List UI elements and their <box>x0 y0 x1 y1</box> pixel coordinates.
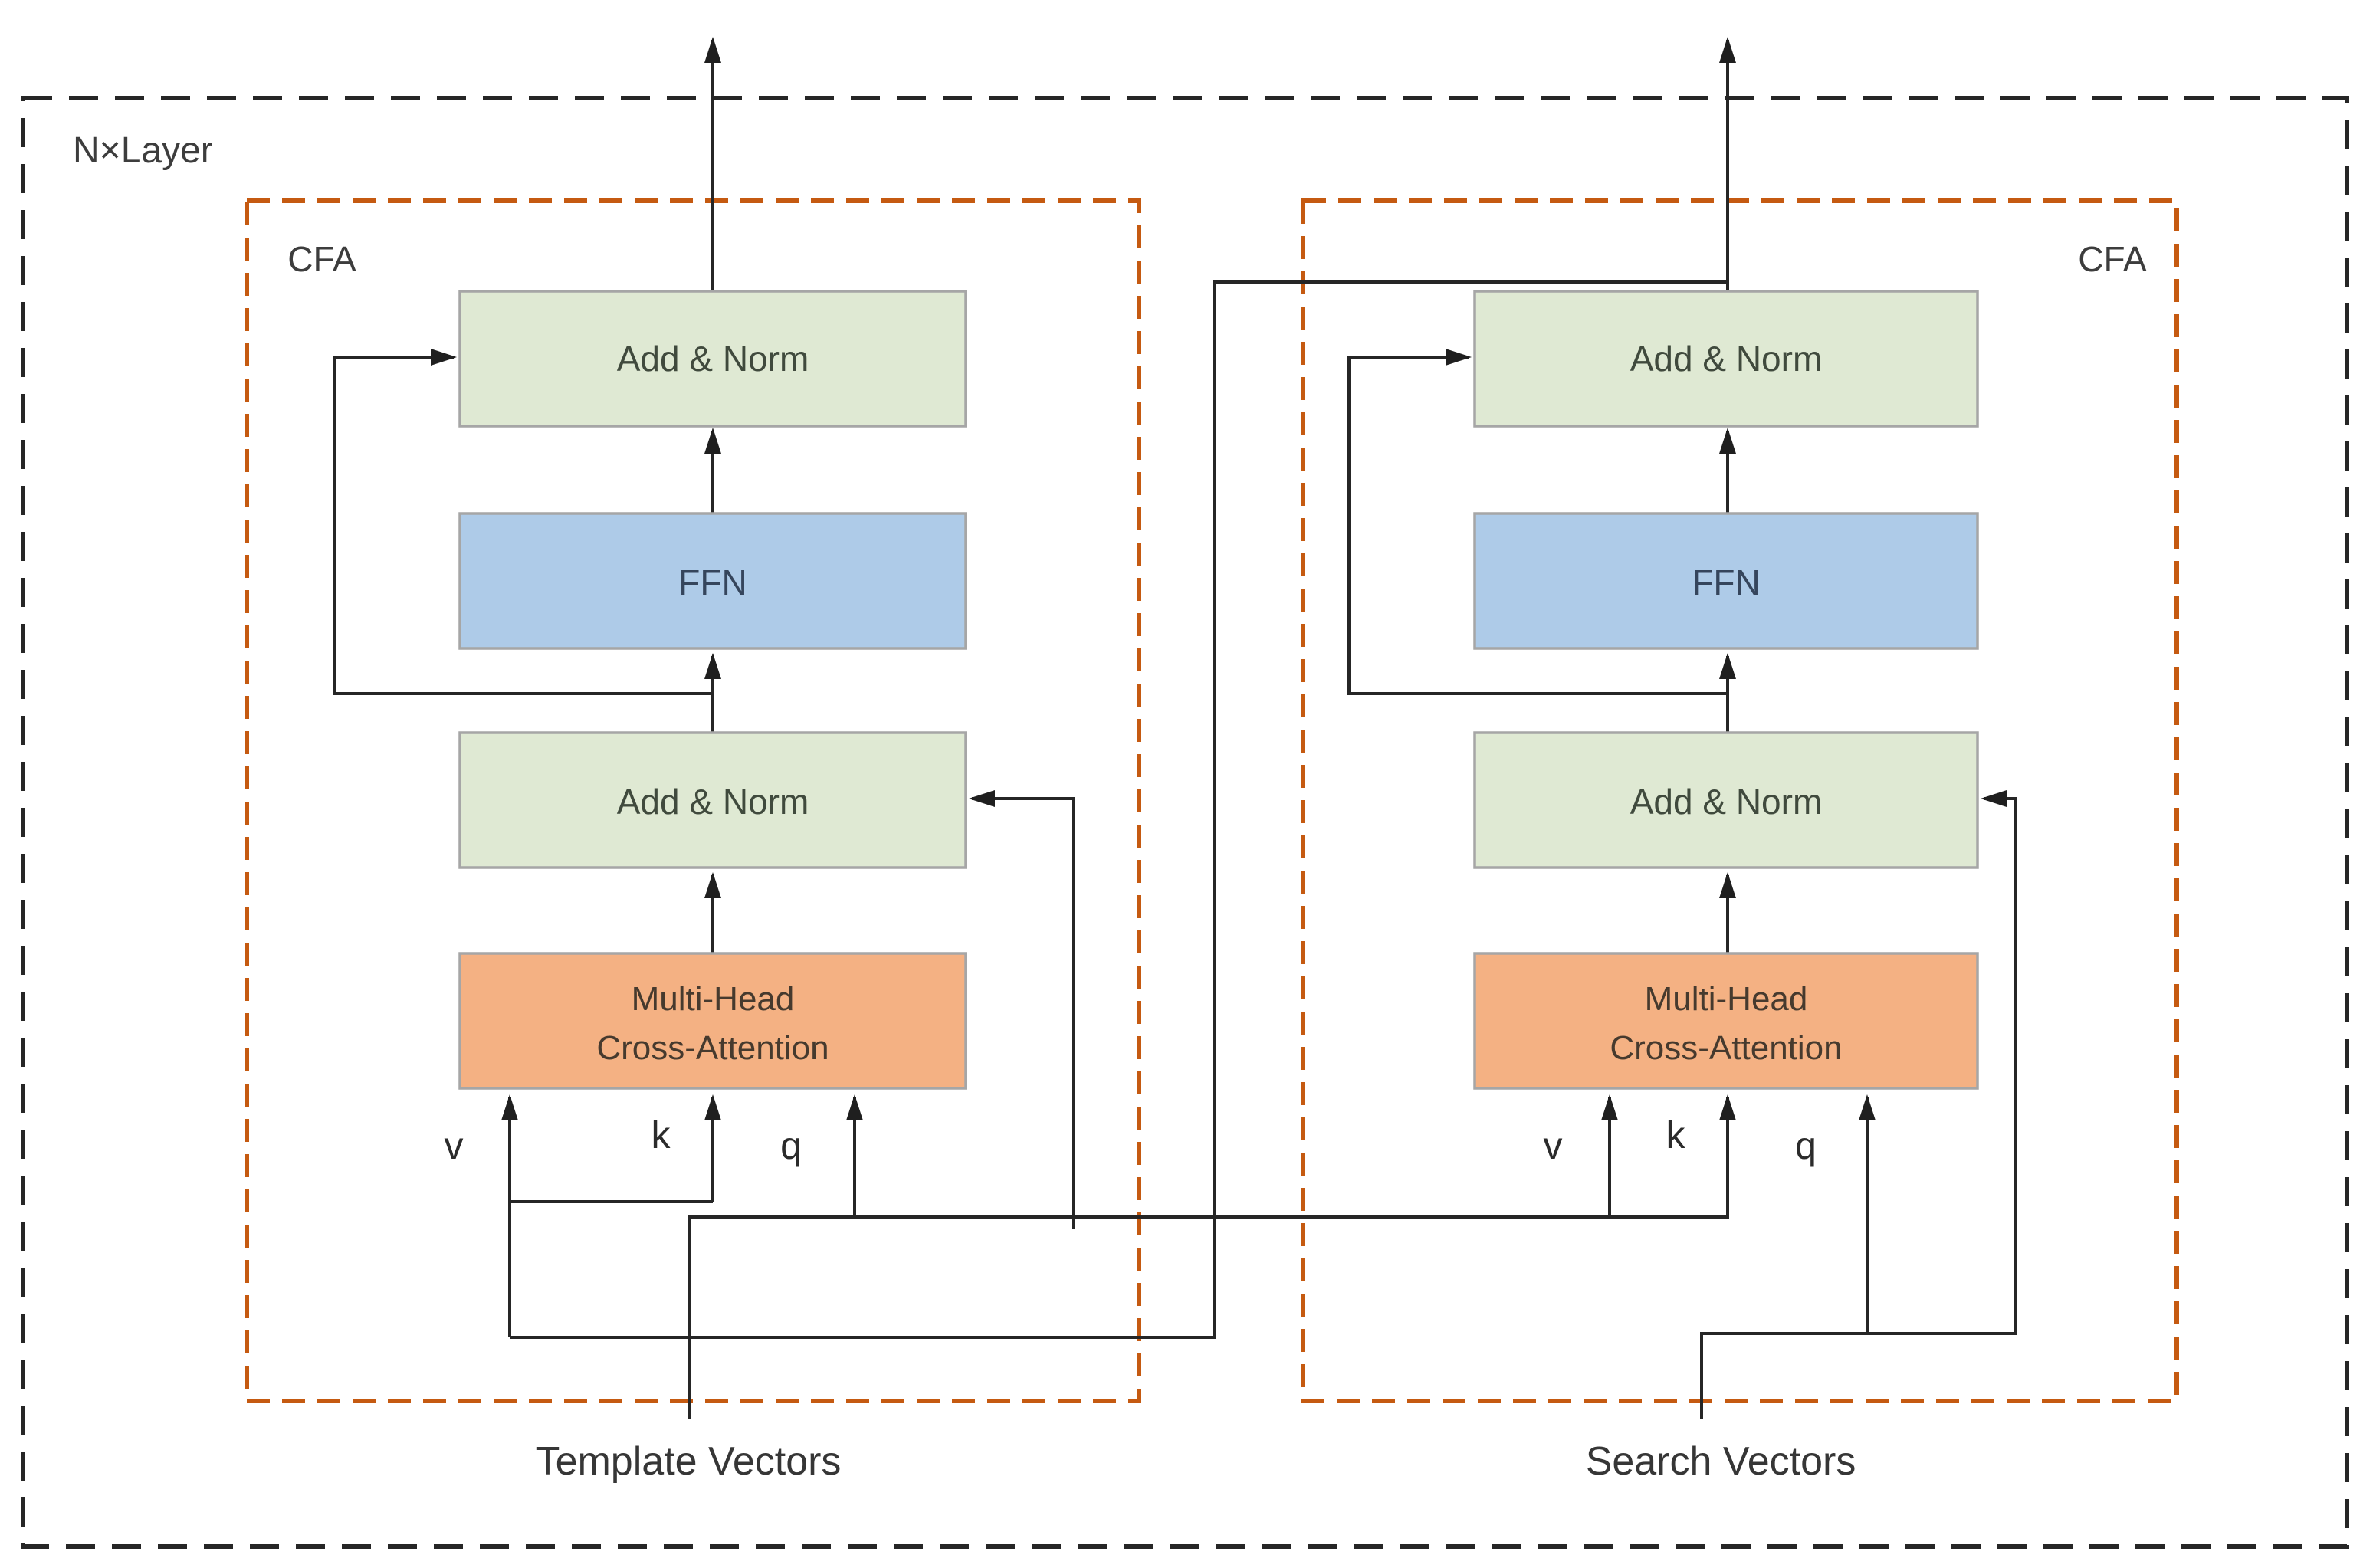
left-port-k-label: k <box>652 1114 671 1156</box>
left-branch-blocks: Add & Norm FFN Add & Norm Multi-Head Cro… <box>445 290 967 1484</box>
left-add-norm-top-label: Add & Norm <box>617 339 809 379</box>
right-branch-blocks: Add & Norm FFN Add & Norm Multi-Head Cro… <box>1473 290 1979 1484</box>
left-ffn-box <box>458 512 967 650</box>
right-port-q-label: q <box>1795 1124 1817 1167</box>
left-add-norm-top-box <box>458 290 967 428</box>
right-ffn-label: FFN <box>1692 563 1760 602</box>
search-feed-wire <box>1700 790 2017 1419</box>
n-layer-frame <box>21 96 2349 1549</box>
right-add-norm-top-label: Add & Norm <box>1630 339 1823 379</box>
left-mhca-label-line1: Multi-Head <box>632 980 795 1018</box>
n-layer-label: N×Layer <box>73 130 213 171</box>
right-mhca-label-line2: Cross-Attention <box>1610 1029 1842 1067</box>
cfa-group-left <box>245 198 1141 1403</box>
right-multi-head-cross-attention-box <box>1473 952 1979 1090</box>
left-multi-head-cross-attention-box <box>458 952 967 1090</box>
right-mhca-label-line1: Multi-Head <box>1645 980 1808 1018</box>
right-port-k-label: k <box>1666 1114 1686 1156</box>
search-vectors-label: Search Vectors <box>1586 1439 1856 1484</box>
cfa-group-right <box>1301 198 2179 1403</box>
right-add-norm-bottom-box <box>1473 731 1979 869</box>
left-mhca-label-line2: Cross-Attention <box>596 1029 829 1067</box>
left-attention-residual-wire <box>969 790 1075 1229</box>
left-add-norm-bottom-label: Add & Norm <box>617 782 809 822</box>
right-ffn-residual-wire <box>1347 349 1728 695</box>
left-port-q-label: q <box>780 1124 802 1167</box>
right-add-norm-bottom-label: Add & Norm <box>1630 782 1823 822</box>
right-port-v-label: v <box>1544 1124 1563 1167</box>
left-ffn-residual-wire <box>333 349 713 695</box>
left-port-v-label: v <box>445 1124 464 1167</box>
cfa-label-right: CFA <box>2078 239 2147 279</box>
left-ffn-label: FFN <box>678 563 747 602</box>
left-add-norm-bottom-box <box>458 731 967 869</box>
right-ffn-box <box>1473 512 1979 650</box>
cfa-label-left: CFA <box>287 239 356 279</box>
template-vectors-label: Template Vectors <box>536 1439 842 1484</box>
template-feed-wire <box>688 1094 1736 1419</box>
cross-feed-right-output-to-left-kv-wire <box>510 280 1728 1339</box>
right-branch-wires <box>1347 37 2017 1419</box>
right-add-norm-top-box <box>1473 290 1979 428</box>
left-branch-wires <box>333 37 1736 1419</box>
